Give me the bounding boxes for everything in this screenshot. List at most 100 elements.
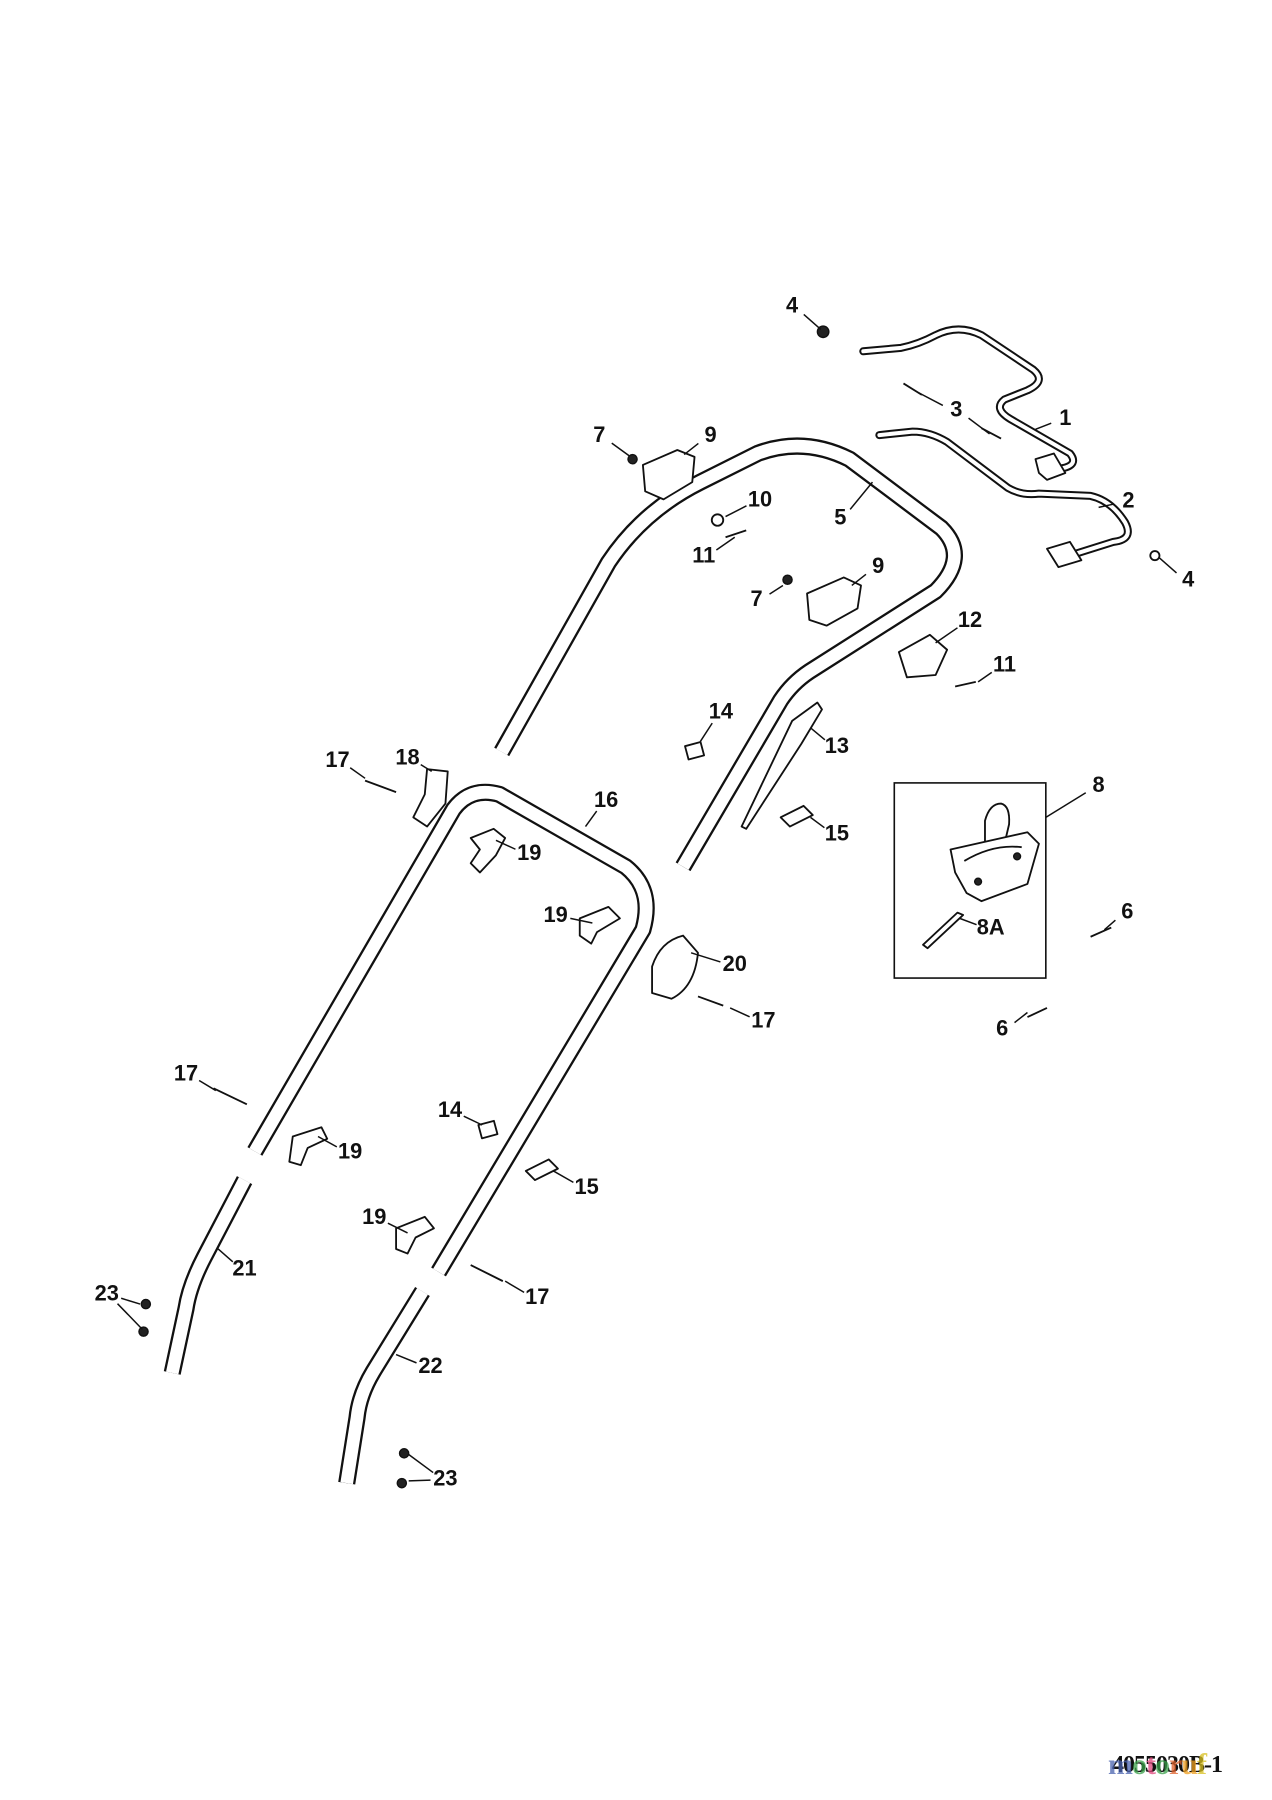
callout-number: 12 [958, 607, 982, 632]
callout-number: 21 [232, 1255, 256, 1280]
callout-number: 3 [950, 397, 962, 422]
callout-22: 22 [395, 1353, 443, 1378]
callout-12: 12 [935, 607, 982, 644]
leader-line [463, 1115, 483, 1126]
callout-number: 16 [594, 787, 618, 812]
callout-number: 6 [1121, 898, 1133, 923]
leader-line [977, 671, 993, 683]
callout-19: 19 [362, 1204, 408, 1234]
callout-9: 9 [851, 553, 884, 587]
callout-7: 7 [750, 584, 784, 611]
callout-number: 17 [751, 1007, 775, 1032]
leader-line [611, 442, 630, 457]
callout-number: 6 [996, 1015, 1008, 1040]
bracket-18 [412, 768, 449, 828]
callout-14: 14 [699, 699, 733, 742]
callout-number: 17 [325, 747, 349, 772]
leader-line [959, 917, 977, 926]
callout-17: 17 [729, 1007, 776, 1032]
callout-10: 10 [725, 486, 772, 518]
callout-number: 11 [993, 652, 1016, 677]
callout-8A: 8A [959, 914, 1005, 939]
callout-4: 4 [1158, 557, 1194, 592]
callout-11: 11 [692, 536, 736, 568]
watermark-letter: u [1181, 1748, 1198, 1781]
leader-line [918, 391, 944, 407]
leader-line [1045, 792, 1087, 818]
leader-line [120, 1297, 141, 1305]
callout-number: 9 [872, 553, 884, 578]
callout-20: 20 [690, 951, 747, 976]
callout-21: 21 [217, 1248, 257, 1280]
callout-19: 19 [495, 839, 541, 865]
leader-line [683, 442, 699, 456]
callout-9: 9 [683, 422, 717, 456]
callout-number: 23 [433, 1465, 457, 1490]
leader-line [408, 1479, 431, 1482]
callout-15: 15 [552, 1170, 599, 1199]
callout-23: 23 [408, 1453, 458, 1490]
drawing-number: 4055030B-1 [1112, 1752, 1223, 1778]
clamp-9 [806, 576, 862, 627]
callout-13: 13 [810, 727, 849, 758]
callout-8: 8 [1045, 772, 1105, 818]
leader-line [849, 481, 874, 510]
bracket-12 [897, 633, 949, 679]
leader-line [317, 1135, 338, 1148]
leader-line [803, 313, 822, 331]
callout-number: 19 [517, 840, 541, 865]
callout-number: 15 [825, 820, 849, 845]
callout-6: 6 [1103, 898, 1133, 931]
watermark-letter: t [1146, 1748, 1156, 1781]
callout-3: 3 [918, 391, 991, 435]
callout-number: 7 [593, 422, 605, 447]
callout-number: 8 [1093, 772, 1105, 797]
leader-line [116, 1303, 143, 1330]
tube-part-21 [163, 1176, 253, 1375]
leader-line [217, 1248, 234, 1263]
knob-19 [578, 905, 621, 945]
watermark-letter: r [1169, 1748, 1182, 1781]
clamp-9 [641, 449, 696, 501]
callout-4: 4 [786, 292, 822, 331]
callout-2: 2 [1098, 487, 1135, 512]
leader-line [810, 816, 825, 829]
cable-13 [740, 701, 823, 830]
callout-17: 17 [325, 747, 366, 779]
callout-17: 17 [504, 1280, 549, 1309]
callout-number: 10 [748, 486, 772, 511]
leader-line [387, 1222, 408, 1234]
callout-16: 16 [584, 787, 618, 827]
callout-number: 1 [1059, 405, 1071, 430]
leader-line [725, 505, 747, 518]
knob-19 [469, 827, 507, 874]
leader-line [851, 573, 867, 587]
callout-number: 15 [575, 1174, 599, 1199]
watermark-letter: o [1155, 1748, 1170, 1781]
upper-handle-part-5 [494, 437, 963, 872]
callout-number: 22 [418, 1353, 442, 1378]
leader-line [420, 764, 433, 773]
leader-line [495, 839, 516, 850]
callout-number: 8A [977, 914, 1005, 939]
watermark-letter: o [1132, 1748, 1147, 1781]
callout-number: 19 [362, 1204, 386, 1229]
leader-line [935, 627, 958, 644]
knob-19 [395, 1215, 435, 1255]
callout-number: 17 [525, 1284, 549, 1309]
callout-17: 17 [174, 1060, 217, 1092]
callout-number: 14 [438, 1097, 462, 1122]
leader-line [1014, 1011, 1028, 1024]
leader-line [408, 1453, 434, 1474]
callout-number: 17 [174, 1060, 198, 1085]
callout-18: 18 [395, 745, 433, 773]
callout-number: 13 [825, 733, 849, 758]
watermark-letter: f [1197, 1748, 1207, 1781]
callout-number: 19 [544, 902, 568, 927]
callout-23: 23 [95, 1281, 143, 1330]
washer-4 [1149, 550, 1161, 562]
callout-number: 14 [709, 699, 733, 724]
callout-1: 1 [1035, 405, 1071, 431]
leader-line [690, 952, 721, 963]
